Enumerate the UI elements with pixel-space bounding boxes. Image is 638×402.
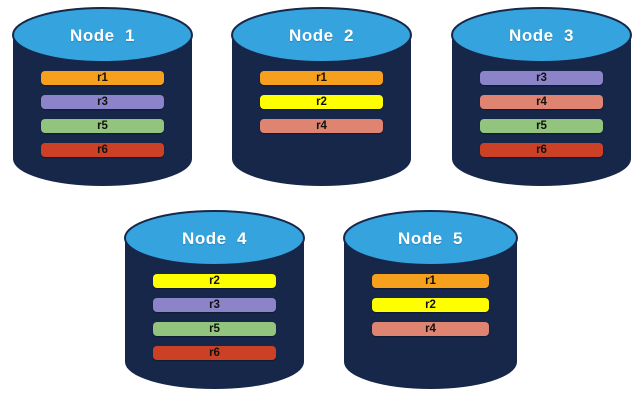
- replica-r1[interactable]: r1: [260, 71, 383, 85]
- replica-r2[interactable]: r2: [260, 95, 383, 109]
- replica-label: r3: [536, 72, 547, 84]
- replica-label: r4: [536, 96, 547, 108]
- replica-r6[interactable]: r6: [41, 143, 164, 157]
- replica-r1[interactable]: r1: [372, 274, 489, 288]
- replica-label: r2: [425, 299, 436, 311]
- replica-label: r4: [425, 323, 436, 335]
- replica-label: r5: [209, 323, 220, 335]
- node-1-replica-list: r1 r3 r5 r6: [13, 71, 192, 167]
- cylinder-top-face: [231, 7, 412, 63]
- replica-r5[interactable]: r5: [153, 322, 276, 336]
- replica-r4[interactable]: r4: [260, 119, 383, 133]
- replica-r3[interactable]: r3: [153, 298, 276, 312]
- replica-label: r1: [97, 72, 108, 84]
- replica-r4[interactable]: r4: [372, 322, 489, 336]
- replica-label: r5: [97, 120, 108, 132]
- replica-r2[interactable]: r2: [153, 274, 276, 288]
- cylinder-top-face: [343, 210, 518, 266]
- replica-label: r3: [97, 96, 108, 108]
- replica-r1[interactable]: r1: [41, 71, 164, 85]
- cylinder-top-face: [451, 7, 632, 63]
- node-5-replica-list: r1 r2 r4: [344, 274, 517, 346]
- replica-r4[interactable]: r4: [480, 95, 603, 109]
- node-3-replica-list: r3 r4 r5 r6: [452, 71, 631, 167]
- replica-r3[interactable]: r3: [480, 71, 603, 85]
- replica-label: r6: [536, 144, 547, 156]
- node-2-replica-list: r1 r2 r4: [232, 71, 411, 143]
- replica-r6[interactable]: r6: [480, 143, 603, 157]
- replica-label: r6: [97, 144, 108, 156]
- replica-r5[interactable]: r5: [41, 119, 164, 133]
- replica-label: r6: [209, 347, 220, 359]
- replica-r2[interactable]: r2: [372, 298, 489, 312]
- cylinder-top-face: [12, 7, 193, 63]
- replica-r6[interactable]: r6: [153, 346, 276, 360]
- cylinder-top-face: [124, 210, 305, 266]
- replica-r3[interactable]: r3: [41, 95, 164, 109]
- replica-label: r1: [425, 275, 436, 287]
- replica-r5[interactable]: r5: [480, 119, 603, 133]
- replica-label: r4: [316, 120, 327, 132]
- replica-label: r5: [536, 120, 547, 132]
- replica-label: r2: [209, 275, 220, 287]
- replica-label: r2: [316, 96, 327, 108]
- replica-label: r1: [316, 72, 327, 84]
- node-4-replica-list: r2 r3 r5 r6: [125, 274, 304, 370]
- replica-label: r3: [209, 299, 220, 311]
